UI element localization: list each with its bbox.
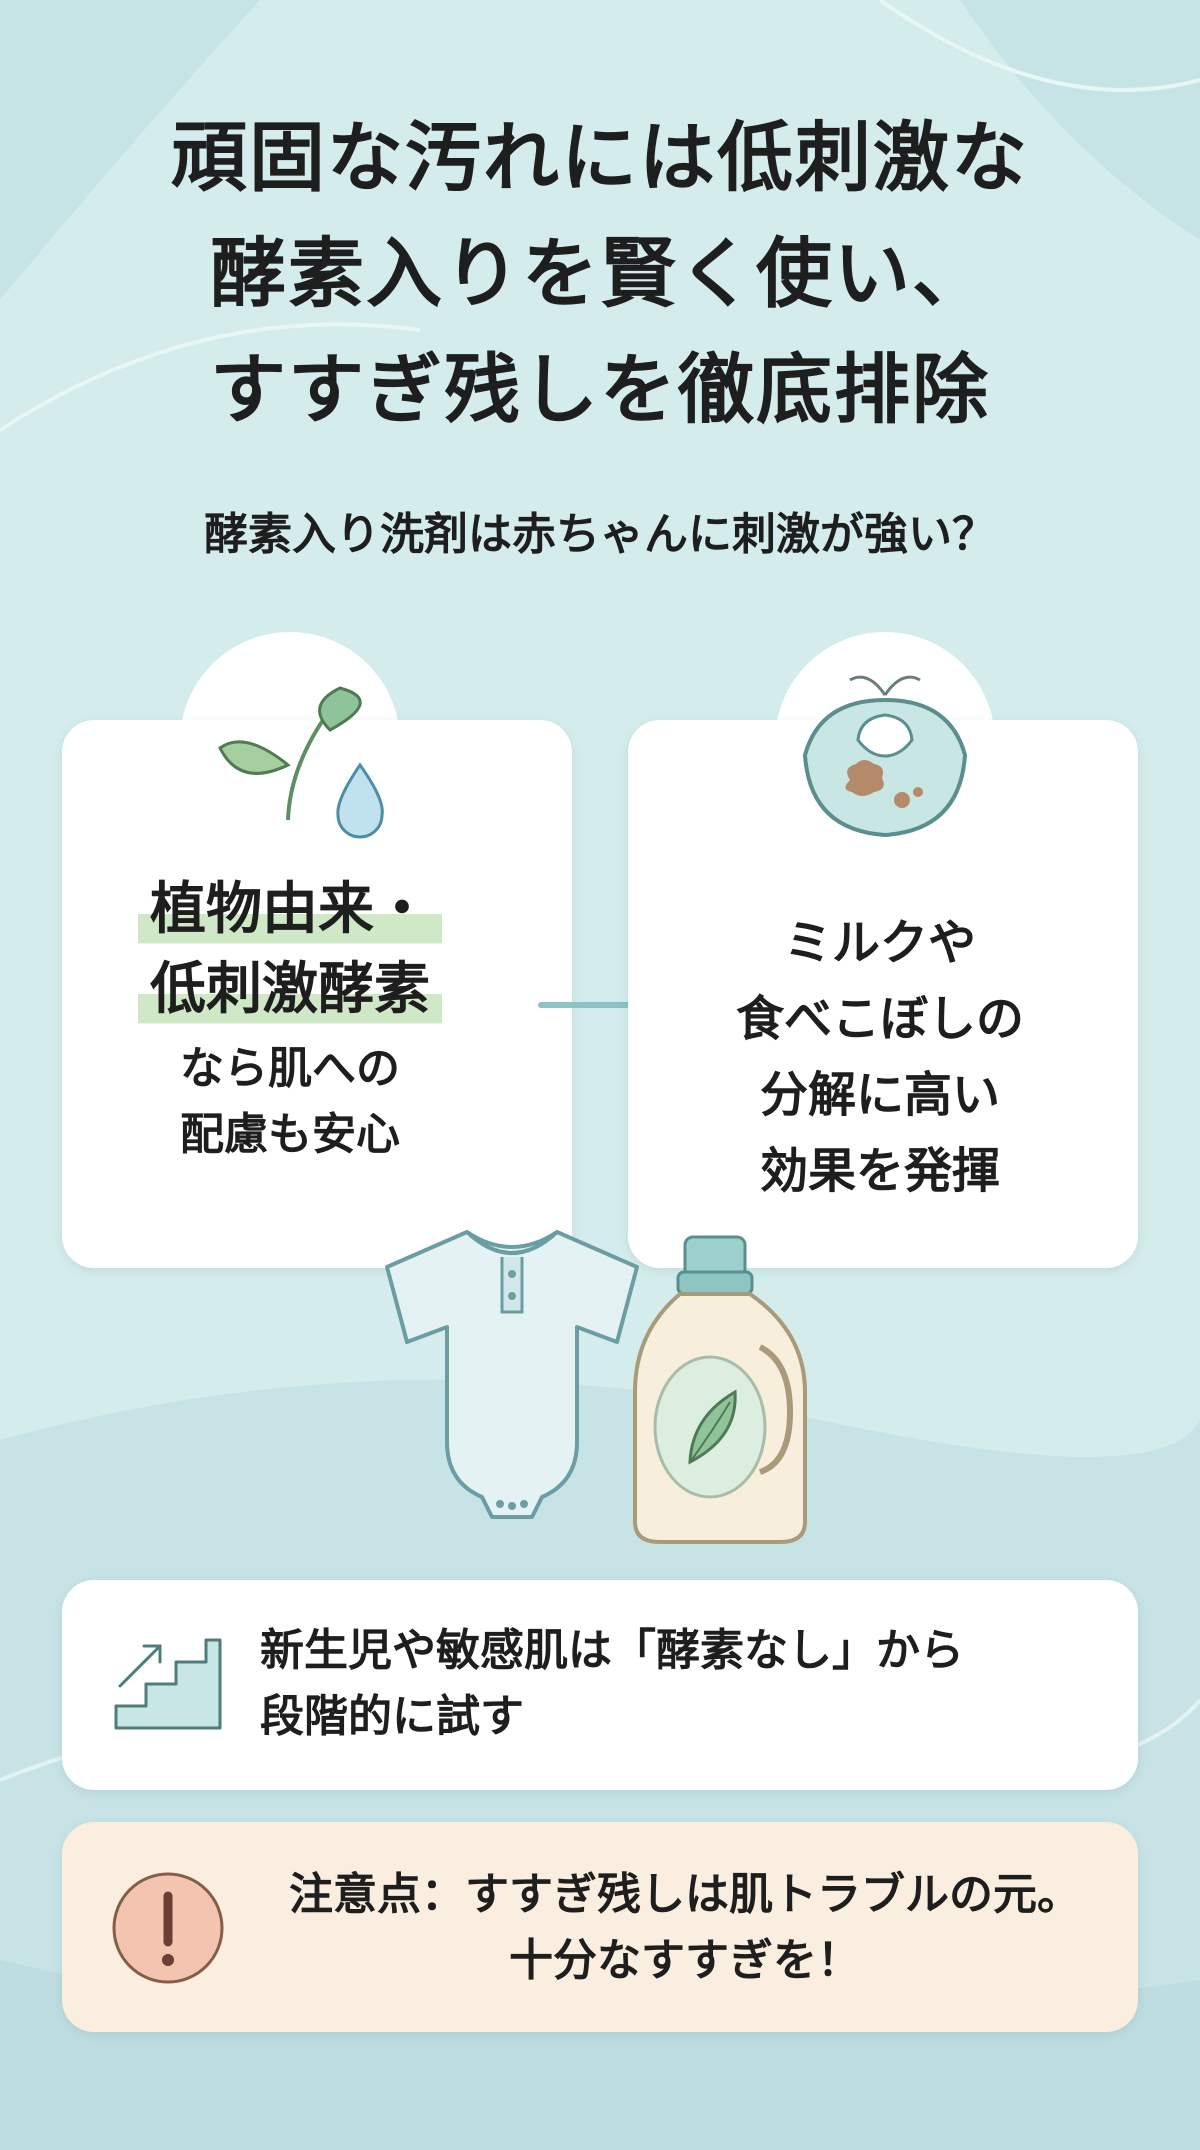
stepwise-trial-text: 新生児や敏感肌は「酵素なし」から 段階的に試す — [260, 1618, 1120, 1750]
stepwise-trial-card — [62, 1580, 1138, 1790]
detergent-bottle-icon — [633, 1235, 807, 1544]
title-line: 頑固な汚れには低刺激な — [171, 113, 1029, 202]
subtitle-question: 酵素入り洗剤は赤ちゃんに刺激が強い？ — [204, 509, 996, 560]
highlight-text: 植物由来・ — [138, 870, 442, 950]
body-line: 分解に高い — [759, 1067, 1000, 1123]
stairs-arrow-icon — [114, 1638, 222, 1730]
body-line: 配慮も安心 — [180, 1109, 400, 1160]
plant-enzyme-text: 植物由来・ 低刺激酵素 なら肌への 配慮も安心 — [70, 870, 510, 1168]
body-line: 効果を発揮 — [759, 1143, 1000, 1199]
title-line: すすぎ残しを徹底排除 — [210, 345, 990, 434]
highlight-text: 低刺激酵素 — [138, 950, 442, 1030]
body-line: 新生児や敏感肌は「酵素なし」から — [260, 1625, 964, 1676]
left-card-body: なら肌への 配慮も安心 — [70, 1036, 510, 1168]
exclamation-icon — [112, 1872, 224, 1984]
body-line: 食べこぼしの — [735, 991, 1024, 1047]
body-line: ミルクや — [783, 915, 976, 971]
stain-effect-text: ミルクや 食べこぼしの 分解に高い 効果を発揮 — [640, 905, 1120, 1209]
baby-bodysuit-icon — [385, 1230, 639, 1519]
body-line: 注意点：すすぎ残しは肌トラブルの元。 — [289, 1869, 1081, 1920]
warning-card — [62, 1822, 1138, 2032]
warning-text: 注意点：すすぎ残しは肌トラブルの元。 十分なすすぎを！ — [250, 1862, 1120, 1994]
body-line: 段階的に試す — [260, 1691, 524, 1742]
leaf-and-water-drop-icon — [218, 686, 384, 839]
body-line: 十分なすすぎを！ — [509, 1935, 861, 1986]
body-line: なら肌への — [180, 1043, 400, 1094]
page-title: 頑固な汚れには低刺激な 酵素入りを賢く使い、 すすぎ残しを徹底排除 — [40, 100, 1160, 448]
stained-bib-icon — [802, 675, 968, 838]
title-line: 酵素入りを賢く使い、 — [210, 229, 990, 318]
